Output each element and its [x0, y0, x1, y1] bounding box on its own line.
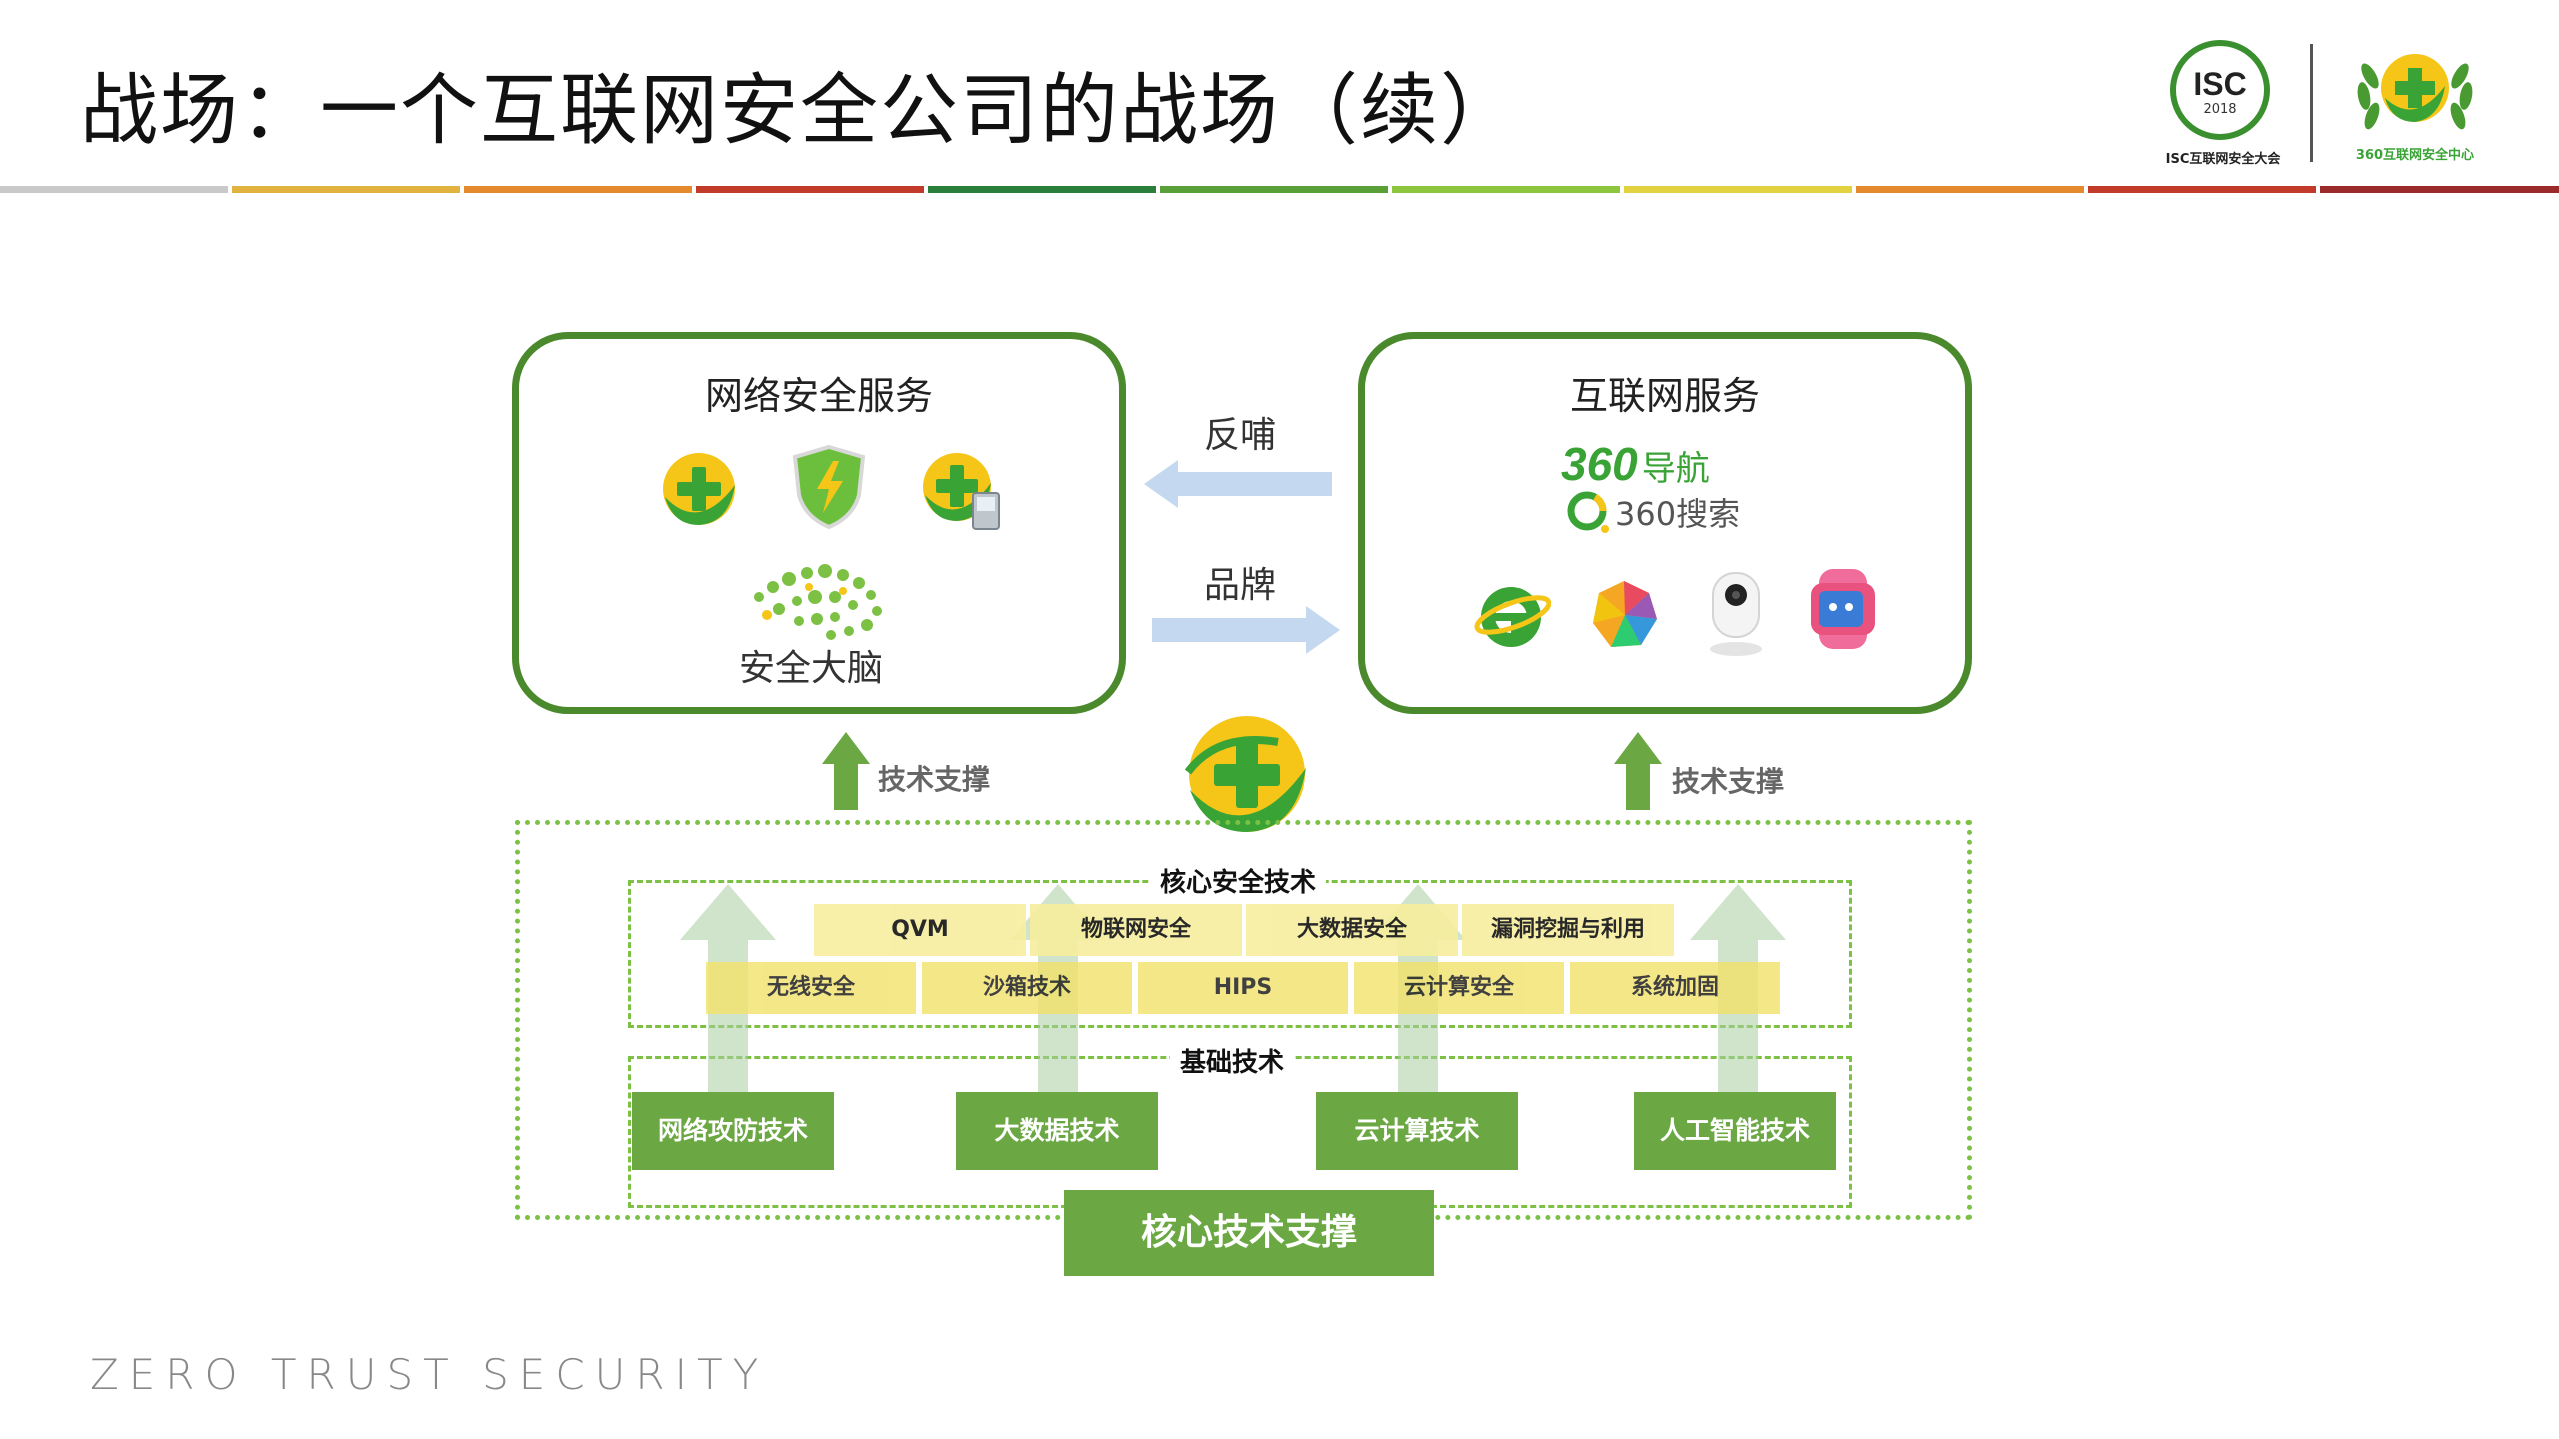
360-safe-icon [659, 449, 739, 533]
tech-cell-wireless-security: 无线安全 [706, 962, 916, 1014]
tech-cell-cloud-security: 云计算安全 [1354, 962, 1564, 1014]
360-mobile-safe-icon [919, 449, 1003, 537]
header-divider [0, 186, 2559, 193]
center-caption: 360互联网安全中心 [2355, 148, 2475, 163]
browser-icon [1473, 577, 1552, 657]
tech-cell-iot-security: 物联网安全 [1030, 904, 1242, 956]
page-title: 战场：一个互联网安全公司的战场（续） [80, 66, 1521, 156]
base-tech-bigdata: 大数据技术 [956, 1092, 1158, 1170]
base-tech-cloud-computing: 云计算技术 [1316, 1092, 1518, 1170]
footer-tagline: ZERO TRUST SECURITY [90, 1350, 769, 1399]
core-tech-support-banner: 核心技术支撑 [1064, 1190, 1434, 1276]
security-brain-icon [739, 557, 889, 651]
security-brain-label: 安全大脑 [739, 648, 884, 689]
feedback-arrow-left [1140, 458, 1336, 514]
isc-caption: ISC互联网安全大会 [2165, 152, 2281, 167]
base-tech-ai: 人工智能技术 [1634, 1092, 1836, 1170]
tech-support-label-left: 技术支撑 [878, 763, 991, 796]
tech-cell-hips: HIPS [1138, 962, 1348, 1014]
smart-camera-icon [1701, 565, 1771, 663]
logo-divider [2310, 44, 2313, 162]
brand-arrow-right [1148, 604, 1344, 660]
tech-cell-bigdata-security: 大数据安全 [1246, 904, 1458, 956]
tech-support-label-right: 技术支撑 [1672, 765, 1785, 798]
app-store-icon [1585, 575, 1663, 657]
360-search-logo: 360搜索 [1565, 489, 1740, 535]
brand-label: 品牌 [1204, 565, 1277, 606]
support-arrow-right [1612, 730, 1664, 814]
tech-cell-system-hardening: 系统加固 [1570, 962, 1780, 1014]
security-center-logo: 360互联网安全中心 [2340, 36, 2490, 166]
box-title-internet: 互联网服务 [1569, 374, 1760, 418]
base-tech-label: 基础技术 [1170, 1042, 1295, 1079]
tech-cell-qvm: QVM [814, 904, 1026, 956]
core-security-tech-label: 核心安全技术 [1150, 862, 1327, 899]
support-arrow-left [820, 730, 872, 814]
box-title-security: 网络安全服务 [704, 374, 933, 418]
base-tech-network-attack-defense: 网络攻防技术 [632, 1092, 834, 1170]
isc-logo: ISC 2018 ISC互联网安全大会 [2160, 40, 2300, 170]
tech-cell-sandbox: 沙箱技术 [922, 962, 1132, 1014]
360-center-icon [1178, 712, 1316, 842]
network-security-services-box: 网络安全服务 [512, 332, 1126, 714]
feedback-label: 反哺 [1204, 415, 1277, 456]
tech-cell-vuln-mining: 漏洞挖掘与利用 [1462, 904, 1674, 956]
kids-watch-icon [1805, 569, 1881, 653]
shield-icon [789, 443, 869, 533]
